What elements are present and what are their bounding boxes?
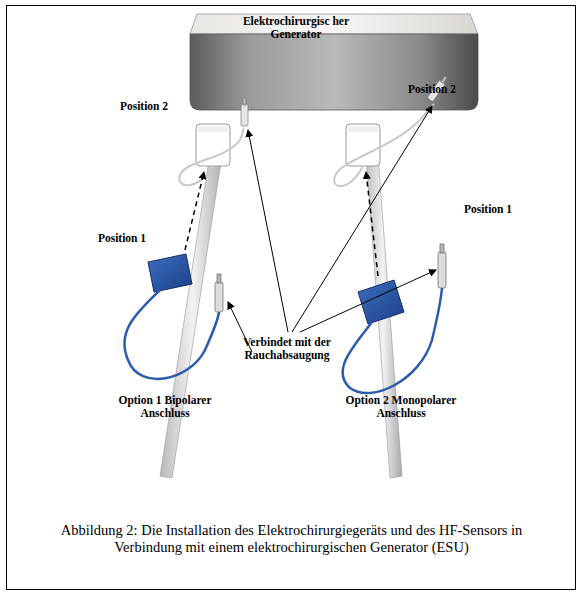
position-label: Position 1 <box>448 203 528 216</box>
connection-note: Verbindet mit der Rauchabsaugung <box>228 336 346 362</box>
position-label: Position 2 <box>392 83 472 96</box>
position-label: Position 2 <box>104 100 184 113</box>
option-label: Option 2 Monopolarer Anschluss <box>326 394 476 420</box>
position-label: Position 1 <box>82 232 162 245</box>
generator-name: Elektrochirurgisc her Generator <box>236 15 356 41</box>
option-label: Option 1 Bipolarer Anschluss <box>96 394 234 420</box>
figure-caption: Abbildung 2: Die Installation des Elektr… <box>40 522 543 556</box>
generator-box: Elektrochirurgisc her Generator <box>236 15 356 51</box>
